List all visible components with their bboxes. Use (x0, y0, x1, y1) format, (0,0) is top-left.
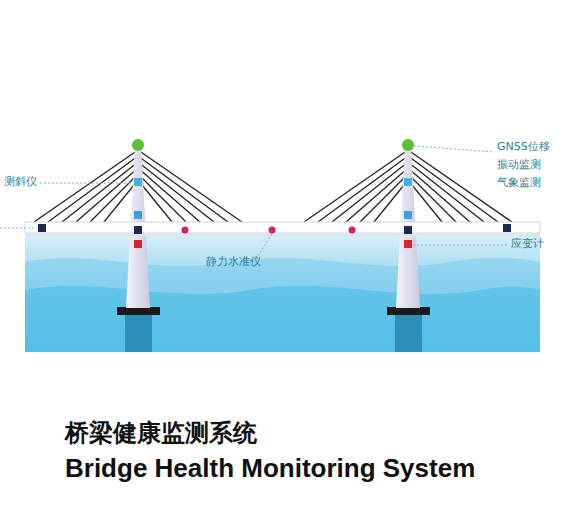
sensor-label: 应变计 (511, 238, 544, 251)
pier (395, 314, 422, 352)
pier (125, 314, 152, 352)
water (25, 236, 540, 352)
sensor-label: GNSS位移 (497, 141, 550, 154)
deck (25, 222, 540, 233)
wave (25, 286, 540, 352)
deck-shadow (25, 233, 540, 236)
sensor-label: 静力水准仪 (206, 256, 261, 269)
sensor-label: 测斜仪 (4, 176, 37, 189)
pier-cap (117, 307, 160, 315)
stay-cables (34, 150, 512, 222)
caption: Bridge Health Monitoring System (65, 454, 475, 484)
pier-cap (387, 307, 430, 315)
gnss-sensor (402, 139, 414, 151)
sensor-label: 气象监测 (497, 177, 541, 190)
leader-lines (0, 146, 508, 256)
wave (25, 258, 540, 352)
title: 桥梁健康监测系统 (65, 420, 257, 448)
sensor-label: 振动监测 (497, 159, 541, 172)
sensor-markers (38, 178, 511, 248)
gnss-sensor (132, 139, 144, 151)
